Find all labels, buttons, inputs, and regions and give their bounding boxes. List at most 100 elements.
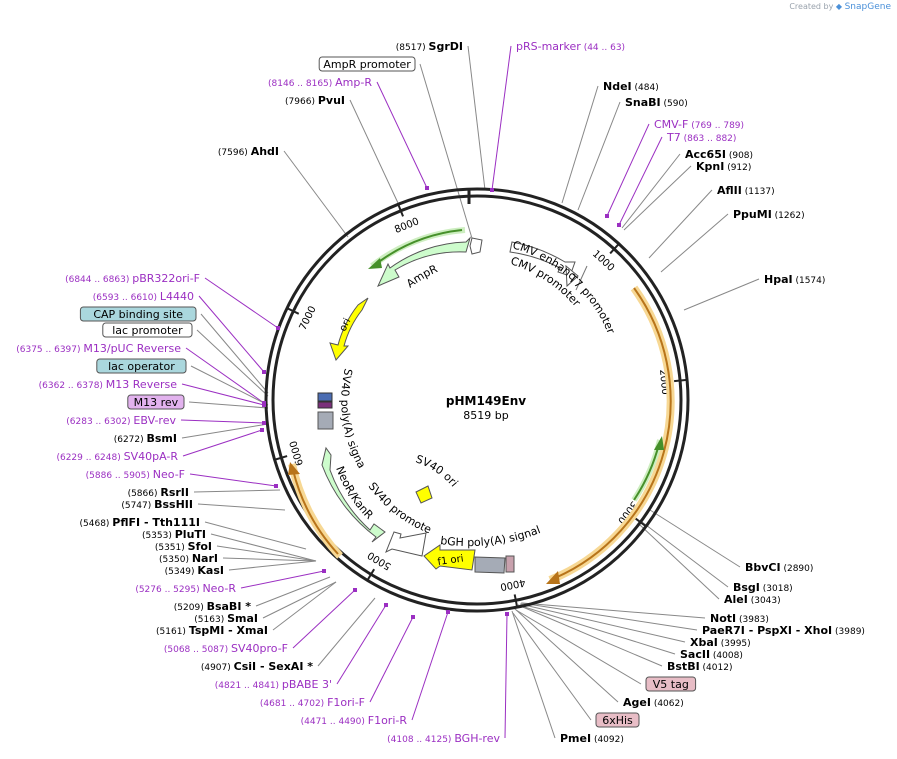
feature-box-6xhis[interactable]: 6xHis <box>595 712 640 728</box>
name: AhdI <box>251 145 279 158</box>
connector-neo-r <box>240 570 325 589</box>
feature-box-lac-operator[interactable]: lac operator <box>96 358 187 374</box>
feature-box-v5-tag[interactable]: V5 tag <box>645 676 697 692</box>
site-label-nari[interactable]: (5350) NarI <box>159 552 218 565</box>
feature-box-text: lac promoter <box>112 324 183 337</box>
feature-label-f1-ori: f1 ori <box>437 553 464 568</box>
site-label-pvui[interactable]: (7966) PvuI <box>285 94 345 107</box>
connector-pluti <box>210 533 317 562</box>
site-label-f1ori-r[interactable]: (4471 .. 4490) F1ori-R <box>301 714 408 727</box>
connector-lac-operator <box>190 365 269 406</box>
site-label-rsrii[interactable]: (5866) RsrII <box>128 486 189 499</box>
label-text: (7966) PvuI <box>285 94 345 107</box>
site-label-sv40pa-r[interactable]: (6229 .. 6248) SV40pA-R <box>56 450 178 463</box>
connector-f1ori-f <box>369 616 414 703</box>
site-label-ppumi[interactable]: PpuMI (1262) <box>733 208 805 221</box>
feature-box-text: 6xHis <box>602 714 633 727</box>
tick-mark <box>634 517 647 528</box>
site-label-ebv-rev[interactable]: (6283 .. 6302) EBV-rev <box>66 414 176 427</box>
site-label-kpni[interactable]: KpnI (912) <box>696 160 751 173</box>
connector-nari <box>222 557 317 562</box>
primer-mark-l4440 <box>262 370 266 374</box>
site-label-l4440[interactable]: (6593 .. 6610) L4440 <box>93 290 194 303</box>
backbone-outer-ring <box>264 187 690 613</box>
site-label-bstbi[interactable]: BstBI (4012) <box>667 660 732 673</box>
site-label-hpai[interactable]: HpaI (1574) <box>764 273 825 286</box>
site-label-m13-puc-reverse[interactable]: (6375 .. 6397) M13/pUC Reverse <box>16 342 181 355</box>
connector-xbai <box>519 603 686 643</box>
position: (4907) <box>201 663 234 673</box>
site-label-sgrdi[interactable]: (8517) SgrDI <box>396 40 463 53</box>
position: (8517) <box>396 43 429 53</box>
site-label-m13-reverse[interactable]: (6362 .. 6378) M13 Reverse <box>39 378 178 391</box>
site-label-tspmi-xmai[interactable]: (5161) TspMI - XmaI <box>156 624 268 637</box>
site-label-sacii[interactable]: SacII (4008) <box>680 648 743 661</box>
name: BGH-rev <box>454 732 500 745</box>
label-text: (5161) TspMI - XmaI <box>156 624 268 637</box>
site-label-ndei[interactable]: NdeI (484) <box>603 80 659 93</box>
site-label-csii-sexai[interactable]: (4907) CsiI - SexAI * <box>201 660 313 673</box>
primer-mark-prs-marker <box>490 188 494 192</box>
site-label-pflfi-tth111i[interactable]: (5468) PflFI - Tth111I <box>80 516 201 529</box>
site-label-amp-r[interactable]: (8146 .. 8165) Amp-R <box>268 76 372 89</box>
feature-v5-tag <box>505 555 515 573</box>
site-label-pluti[interactable]: (5353) PluTI <box>142 528 206 541</box>
site-label-bsshii[interactable]: (5747) BssHII <box>121 498 193 511</box>
site-label-bsabi[interactable]: (5209) BsaBI * <box>174 600 251 613</box>
name: SgrDI <box>429 40 463 53</box>
site-label-xbai[interactable]: XbaI (3995) <box>690 636 751 649</box>
site-label-pmei[interactable]: PmeI (4092) <box>560 732 624 745</box>
site-label-noti[interactable]: NotI (3983) <box>710 612 769 625</box>
site-label-prs-marker[interactable]: pRS-marker (44 .. 63) <box>516 40 625 53</box>
name: F1ori-R <box>368 714 408 727</box>
label-text: BsgI (3018) <box>733 581 793 594</box>
site-label-agei[interactable]: AgeI (4062) <box>623 696 684 709</box>
site-label-alei[interactable]: AleI (3043) <box>724 593 781 606</box>
position: (44 .. 63) <box>581 43 625 53</box>
site-label-kasi[interactable]: (5349) KasI <box>165 564 224 577</box>
site-label-snabi[interactable]: SnaBI (590) <box>625 96 688 109</box>
feature-box-lac-promoter[interactable]: lac promoter <box>102 322 193 338</box>
name: SV40pA-R <box>124 450 179 463</box>
connector-bsshii <box>197 503 286 511</box>
site-label-bgh-rev[interactable]: (4108 .. 4125) BGH-rev <box>387 732 500 745</box>
site-label-bbvci[interactable]: BbvCI (2890) <box>745 561 813 574</box>
connector-m13-rev <box>188 401 269 409</box>
feature-box-ampr-promoter[interactable]: AmpR promoter <box>318 56 416 72</box>
label-text: HpaI (1574) <box>764 273 825 286</box>
connector-cap-binding-site <box>200 313 269 394</box>
position: (5353) <box>142 531 175 541</box>
position: (3018) <box>760 584 793 594</box>
site-label-neo-r[interactable]: (5276 .. 5295) Neo-R <box>135 582 236 595</box>
site-label-bsgi[interactable]: BsgI (3018) <box>733 581 793 594</box>
name: SacII <box>680 648 710 661</box>
site-label-sfoi[interactable]: (5351) SfoI <box>155 540 212 553</box>
label-text: (5276 .. 5295) Neo-R <box>135 582 236 595</box>
feature-box-cap-binding-site[interactable]: CAP binding site <box>79 306 197 322</box>
feature-box-m13-rev[interactable]: M13 rev <box>127 394 185 410</box>
name: NdeI <box>603 80 632 93</box>
site-label-f1ori-f[interactable]: (4681 .. 4702) F1ori-F <box>260 696 365 709</box>
tick-mark <box>397 203 404 217</box>
site-label-smai[interactable]: (5163) SmaI <box>194 612 258 625</box>
site-label-sv40pro-f[interactable]: (5068 .. 5087) SV40pro-F <box>164 642 288 655</box>
site-label-aflii[interactable]: AflII (1137) <box>717 184 775 197</box>
connector-neo-f <box>189 473 277 487</box>
primer-mark-f1ori-r <box>446 610 450 614</box>
site-label-paer7i-pspxi-xhoi[interactable]: PaeR7I - PspXI - XhoI (3989) <box>702 624 865 637</box>
site-label-ahdi[interactable]: (7596) AhdI <box>218 145 279 158</box>
site-label-cmv-f[interactable]: CMV-F (769 .. 789) <box>654 118 744 131</box>
name: BstBI <box>667 660 700 673</box>
site-label-t7[interactable]: T7 (863 .. 882) <box>666 131 736 144</box>
name: PflFI - Tth111I <box>112 516 200 529</box>
label-text: (5350) NarI <box>159 552 218 565</box>
feature-sv40-polya <box>317 411 334 430</box>
site-label-neo-f[interactable]: (5886 .. 5905) Neo-F <box>86 468 185 481</box>
name: TspMI - XmaI <box>189 624 268 637</box>
site-label-pbabe-3[interactable]: (4821 .. 4841) pBABE 3' <box>215 678 332 691</box>
site-label-acc65i[interactable]: Acc65I (908) <box>685 148 753 161</box>
site-label-bsmi[interactable]: (6272) BsmI <box>114 432 177 445</box>
site-label-pbr322ori-f[interactable]: (6844 .. 6863) pBR322ori-F <box>65 272 200 285</box>
primer-mark-pbabe-3 <box>384 603 388 607</box>
connector-agei <box>513 607 619 703</box>
